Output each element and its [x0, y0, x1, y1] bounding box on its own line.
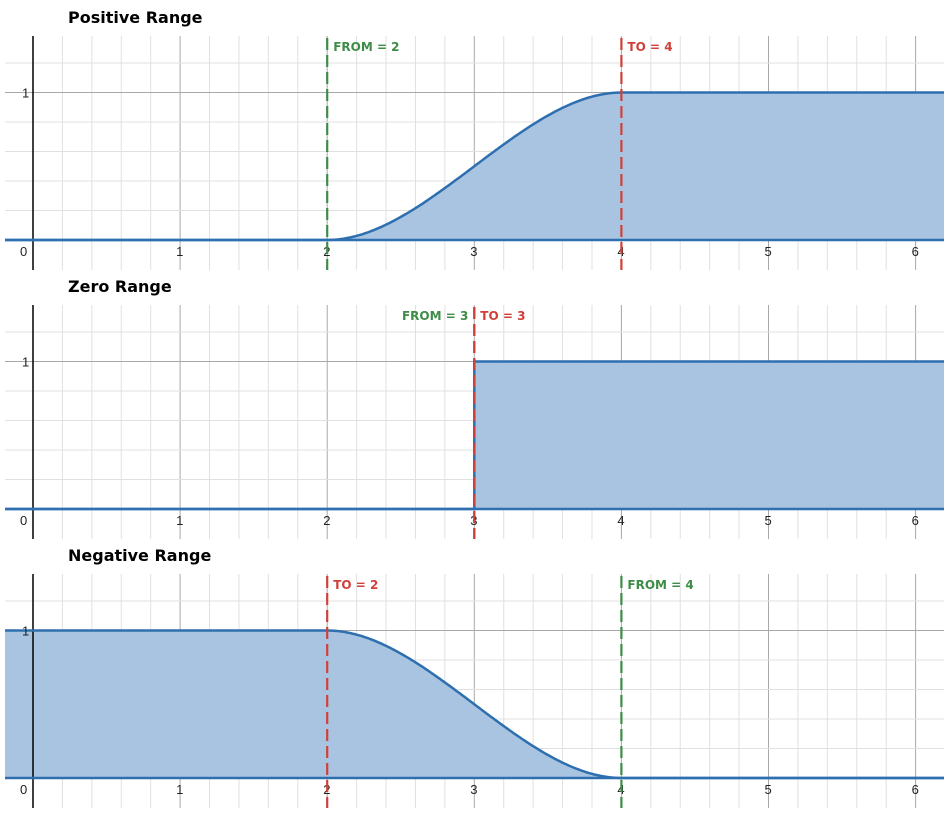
from-marker-label: FROM = 3: [402, 309, 468, 323]
plot-area: 01234561FROM = 2TO = 4: [5, 36, 944, 270]
x-tick-label: 6: [912, 244, 919, 259]
chart-title: Negative Range: [68, 546, 212, 565]
from-marker-label: FROM = 4: [627, 578, 693, 592]
x-tick-label: 1: [176, 244, 183, 259]
x-tick-label: 3: [470, 244, 477, 259]
x-tick-label: 0: [20, 782, 27, 797]
chart-zero-range: Zero Range 01234561FROM = 3TO = 3: [0, 277, 949, 539]
chart-positive-range: Positive Range 01234561FROM = 2TO = 4: [0, 8, 949, 270]
plot-area: 01234561FROM = 3TO = 3: [5, 305, 944, 539]
x-tick-label: 1: [176, 782, 183, 797]
x-tick-label: 4: [617, 513, 624, 528]
x-tick-label: 5: [765, 244, 772, 259]
x-tick-label: 1: [176, 513, 183, 528]
x-tick-label: 5: [765, 782, 772, 797]
to-marker-label: TO = 2: [333, 578, 378, 592]
x-tick-label: 6: [912, 513, 919, 528]
chart-title: Zero Range: [68, 277, 172, 296]
from-marker-label: FROM = 2: [333, 40, 399, 54]
x-tick-label: 0: [20, 513, 27, 528]
y-tick-label: 1: [22, 624, 29, 639]
x-tick-label: 2: [323, 513, 330, 528]
area-fill: [5, 630, 944, 778]
x-tick-label: 3: [470, 782, 477, 797]
x-tick-label: 6: [912, 782, 919, 797]
x-tick-label: 5: [765, 513, 772, 528]
y-tick-label: 1: [22, 355, 29, 370]
chart-title: Positive Range: [68, 8, 203, 27]
to-marker-label: TO = 3: [480, 309, 525, 323]
x-tick-label: 0: [20, 244, 27, 259]
to-marker-label: TO = 4: [627, 40, 672, 54]
y-tick-label: 1: [22, 86, 29, 101]
